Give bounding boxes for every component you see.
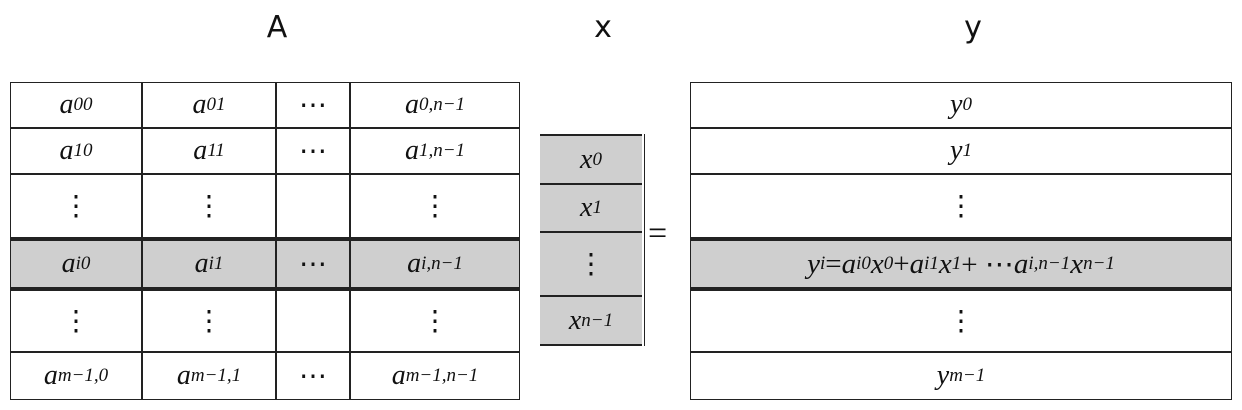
matrix-a-cell-r0-c2: ⋯ xyxy=(276,82,350,128)
label-x: x xyxy=(594,10,612,45)
label-y: y xyxy=(964,10,982,45)
equals-sign: = xyxy=(648,215,668,252)
vector-x-right-edge xyxy=(640,134,645,346)
matrix-a-cell-r2-c3: ⋮ xyxy=(350,174,520,238)
matrix-a-cell-r4-c2 xyxy=(276,290,350,352)
matrix-a-cell-r2-c0: ⋮ xyxy=(10,174,142,238)
matrix-a-cell-r4-c1: ⋮ xyxy=(142,290,276,352)
vector-y-cell-2: ⋮ xyxy=(690,174,1232,238)
vector-x-cell-2: ⋮ xyxy=(540,232,642,296)
matrix-a-cell-r4-c3: ⋮ xyxy=(350,290,520,352)
matrix-a-cell-r2-c1: ⋮ xyxy=(142,174,276,238)
matrix-a-cell-r4-c0: ⋮ xyxy=(10,290,142,352)
vector-y-cell-4: ⋮ xyxy=(690,290,1232,352)
matrix-a-cell-r3-c2: ⋯ xyxy=(276,238,350,290)
matrix-a-cell-r1-c2: ⋯ xyxy=(276,128,350,174)
matrix-a-cell-r2-c2 xyxy=(276,174,350,238)
label-A: A xyxy=(266,10,288,45)
matrix-a-cell-r5-c2: ⋯ xyxy=(276,352,350,400)
